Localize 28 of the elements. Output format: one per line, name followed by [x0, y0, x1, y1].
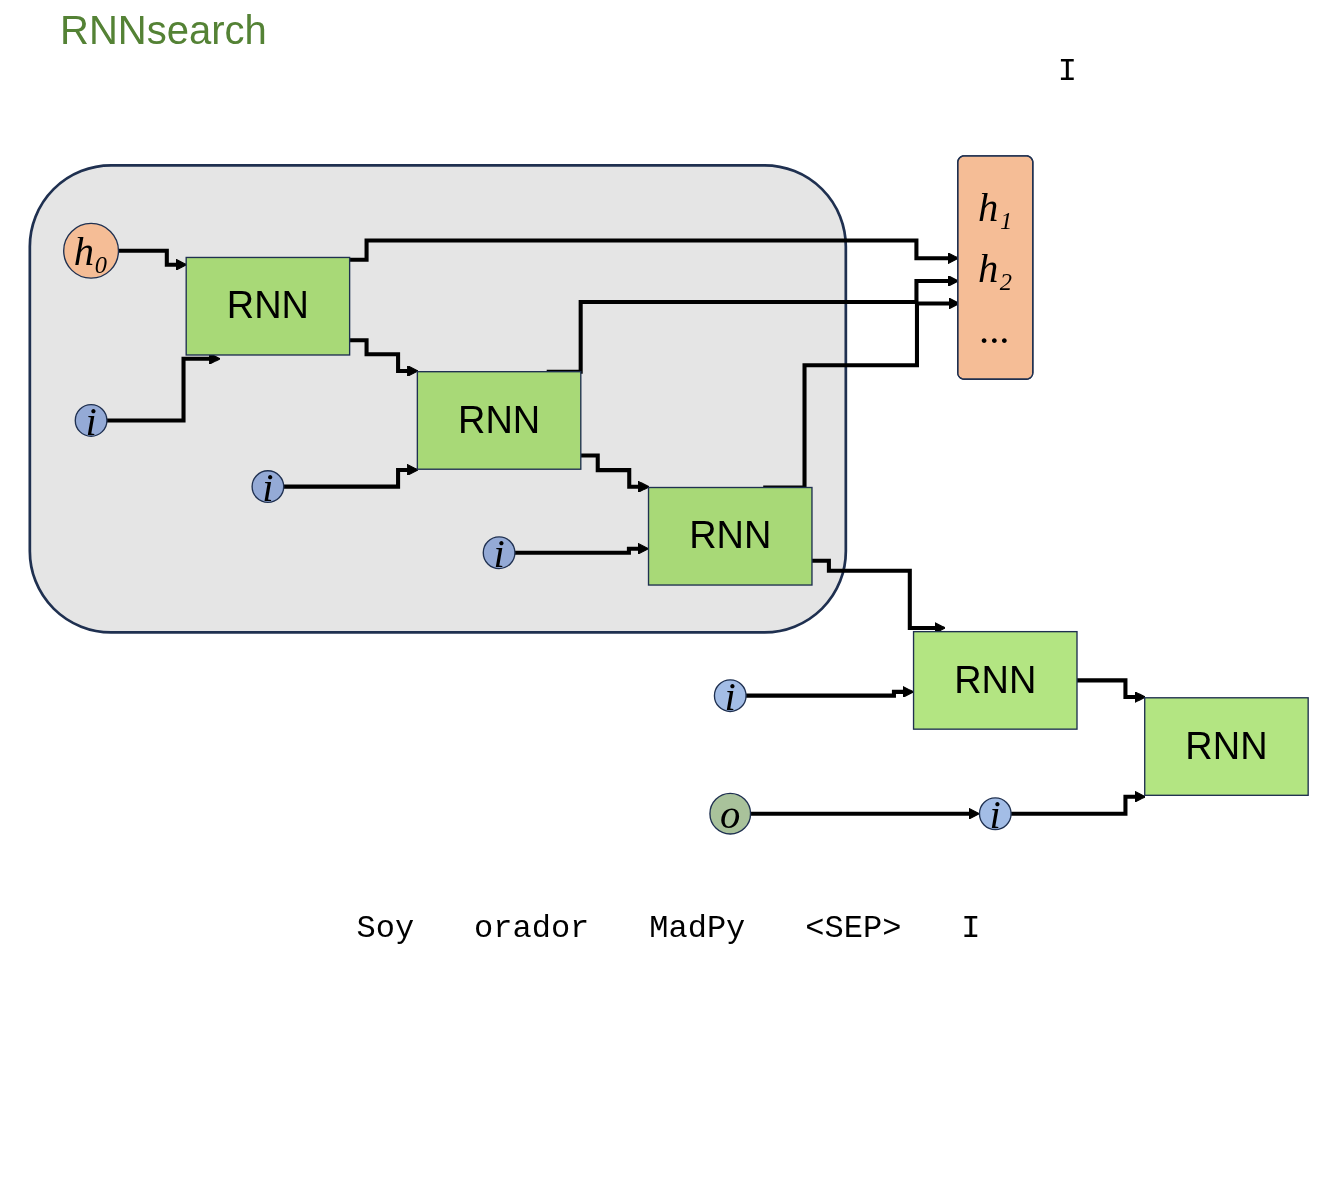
node-circle: i — [250, 470, 284, 504]
node-circle: i — [74, 403, 108, 437]
node-box: RNN — [912, 630, 1078, 730]
output-token: I — [1057, 53, 1077, 90]
arrow — [580, 453, 650, 493]
arrow — [283, 463, 419, 489]
node-circle: i — [978, 797, 1012, 831]
node-circle: o — [708, 792, 751, 835]
arrow — [1076, 678, 1146, 704]
node-box: RNN — [647, 486, 813, 586]
input-token: orador — [474, 910, 590, 947]
node-circle: h₀ — [62, 222, 119, 279]
node-circle: i — [713, 679, 747, 713]
input-token: Soy — [356, 910, 415, 947]
diagram-title: RNNsearch — [60, 8, 268, 53]
arrow — [745, 685, 914, 698]
arrow — [349, 338, 419, 377]
cluster — [28, 163, 847, 634]
input-token: <SEP> — [805, 910, 902, 947]
arrow — [1010, 790, 1146, 816]
input-token: MadPy — [649, 910, 746, 947]
node-box: RNN — [1143, 697, 1309, 796]
node-box: RNN — [416, 371, 581, 470]
node-circle: i — [482, 536, 516, 570]
arrow — [514, 542, 649, 555]
input-token: I — [961, 910, 981, 947]
arrow — [750, 807, 980, 820]
node-box: RNN — [185, 256, 350, 356]
